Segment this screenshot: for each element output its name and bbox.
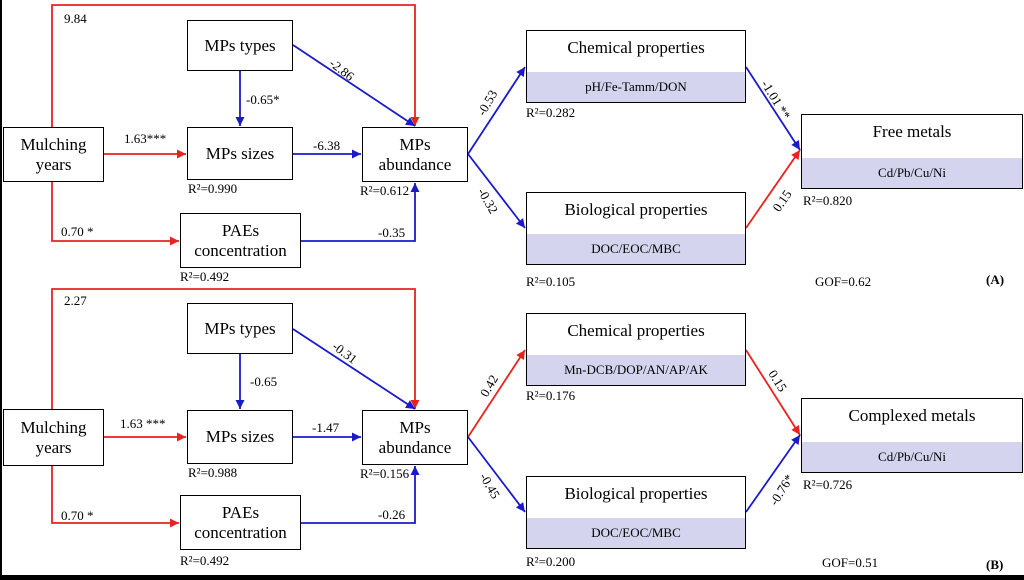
r2-mp-abundance: R²=0.156 bbox=[360, 466, 410, 481]
r2-biological: R²=0.105 bbox=[526, 274, 576, 289]
r2-paes: R²=0.492 bbox=[180, 553, 230, 568]
r2-complexed-metals: R²=0.726 bbox=[803, 477, 853, 492]
mp-abundance-label-line1: MPs bbox=[399, 418, 431, 438]
mp-sizes-node: MPs sizes bbox=[187, 410, 293, 464]
arrow-a-paes-to-abundance bbox=[301, 183, 420, 242]
free-metals-title: Free metals bbox=[872, 122, 952, 141]
panel-a-tag: (A) bbox=[986, 272, 1005, 287]
arrow-b-paes-to-abundance bbox=[301, 466, 420, 524]
coef-mulching-to-sizes: 1.63 *** bbox=[120, 416, 166, 431]
arrow-a-chemical-to-metals bbox=[745, 66, 801, 151]
mp-abundance-label-line2: abundance bbox=[378, 437, 452, 457]
arrow-a-sizes-to-abundance bbox=[293, 149, 361, 159]
coef-sizes-to-abundance: -1.47 bbox=[312, 420, 340, 435]
r2-chemical: R²=0.176 bbox=[526, 388, 576, 403]
mp-types-node: MPs types bbox=[187, 20, 293, 71]
mp-abundance-node: MPs abundance bbox=[362, 127, 468, 182]
coef-paes-to-abundance: -0.26 bbox=[378, 507, 406, 522]
coef-mulching-to-paes: 0.70 * bbox=[61, 508, 94, 523]
r2-mp-sizes: R²=0.990 bbox=[188, 181, 238, 196]
r2-biological: R²=0.200 bbox=[526, 554, 576, 569]
arrow-a-mulching-to-sizes bbox=[104, 149, 186, 159]
paes-label-line2: concentration bbox=[194, 522, 287, 542]
arrow-a-biological-to-metals bbox=[745, 149, 801, 229]
mulching-label-line2: years bbox=[35, 437, 72, 457]
biological-properties-title: Biological properties bbox=[564, 200, 708, 219]
chemical-properties-indicators: Mn-DCB/DOP/AN/AP/AK bbox=[527, 355, 745, 385]
mp-types-label: MPs types bbox=[204, 318, 276, 338]
mp-abundance-label-line2: abundance bbox=[378, 154, 452, 174]
chemical-properties-node: Chemical properties Mn-DCB/DOP/AN/AP/AK bbox=[526, 313, 746, 386]
gof-panel-a: GOF=0.62 bbox=[815, 274, 872, 289]
mulching-label-line1: Mulching bbox=[20, 135, 87, 155]
paes-label-line2: concentration bbox=[194, 240, 287, 260]
mulching-years-node: Mulching years bbox=[3, 127, 104, 182]
mulching-label-line1: Mulching bbox=[20, 418, 87, 438]
mp-abundance-node: MPs abundance bbox=[362, 410, 468, 465]
paes-concentration-node: PAEs concentration bbox=[180, 495, 301, 550]
arrow-a-abundance-to-chemical bbox=[467, 66, 526, 155]
arrow-b-types-to-abundance bbox=[292, 328, 416, 410]
chemical-properties-node: Chemical properties pH/Fe-Tamm/DON bbox=[526, 30, 746, 103]
arrow-a-mulching-to-paes bbox=[51, 182, 179, 246]
arrow-b-chemical-to-metals bbox=[745, 349, 801, 436]
complexed-metals-node: Complexed metals Cd/Pb/Cu/Ni bbox=[801, 398, 1023, 473]
arrow-b-mulching-to-paes bbox=[51, 466, 179, 528]
paes-concentration-node: PAEs concentration bbox=[180, 213, 301, 268]
arrow-a-abundance-to-biological bbox=[467, 153, 526, 229]
biological-properties-node: Biological properties DOC/EOC/MBC bbox=[526, 476, 746, 549]
coef-sizes-to-abundance: -6.38 bbox=[313, 138, 341, 153]
mp-sizes-node: MPs sizes bbox=[187, 127, 293, 180]
mp-sizes-label: MPs sizes bbox=[205, 427, 275, 447]
arrow-b-abundance-to-chemical bbox=[467, 349, 526, 438]
arrow-a-mulching-to-abundance bbox=[51, 4, 420, 127]
biological-properties-indicators: DOC/EOC/MBC bbox=[527, 234, 745, 264]
paes-label-line1: PAEs bbox=[221, 503, 260, 523]
mp-types-node: MPs types bbox=[187, 303, 293, 354]
coef-mulching-to-abundance: 9.84 bbox=[64, 11, 87, 26]
mp-sizes-label: MPs sizes bbox=[205, 143, 275, 163]
arrow-b-mulching-to-abundance bbox=[51, 288, 420, 409]
r2-paes: R²=0.492 bbox=[180, 269, 230, 284]
coef-types-to-sizes: -0.65 bbox=[250, 374, 278, 389]
arrow-b-types-to-sizes bbox=[235, 354, 245, 409]
paes-label-line1: PAEs bbox=[221, 221, 260, 241]
free-metals-indicators: Cd/Pb/Cu/Ni bbox=[802, 158, 1022, 188]
frame-bottom-edge bbox=[0, 575, 1024, 580]
mp-abundance-label-line1: MPs bbox=[399, 135, 431, 155]
arrow-b-mulching-to-sizes bbox=[104, 432, 186, 442]
arrow-b-sizes-to-abundance bbox=[293, 432, 361, 442]
chemical-properties-indicators: pH/Fe-Tamm/DON bbox=[527, 72, 745, 102]
coef-paes-to-abundance: -0.35 bbox=[378, 225, 406, 240]
coef-mulching-to-abundance: 2.27 bbox=[64, 293, 87, 308]
chemical-properties-title: Chemical properties bbox=[567, 321, 705, 340]
mp-types-label: MPs types bbox=[204, 35, 276, 55]
arrow-b-biological-to-metals bbox=[745, 434, 801, 513]
coef-mulching-to-sizes: 1.63*** bbox=[124, 131, 167, 146]
biological-properties-node: Biological properties DOC/EOC/MBC bbox=[526, 192, 746, 265]
biological-properties-title: Biological properties bbox=[564, 484, 708, 503]
arrow-a-types-to-sizes bbox=[235, 71, 245, 126]
panel-b-tag: (B) bbox=[986, 557, 1004, 572]
coef-mulching-to-paes: 0.70 * bbox=[61, 224, 94, 239]
arrow-a-types-to-abundance bbox=[292, 44, 416, 127]
mulching-years-node: Mulching years bbox=[3, 409, 104, 466]
gof-panel-b: GOF=0.51 bbox=[822, 555, 879, 570]
r2-mp-sizes: R²=0.988 bbox=[188, 465, 238, 480]
r2-mp-abundance: R²=0.612 bbox=[360, 183, 410, 198]
complexed-metals-title: Complexed metals bbox=[848, 406, 976, 425]
biological-properties-indicators: DOC/EOC/MBC bbox=[527, 518, 745, 548]
free-metals-node: Free metals Cd/Pb/Cu/Ni bbox=[801, 114, 1023, 189]
arrow-b-abundance-to-biological bbox=[467, 436, 526, 513]
chemical-properties-title: Chemical properties bbox=[567, 38, 705, 57]
complexed-metals-indicators: Cd/Pb/Cu/Ni bbox=[802, 442, 1022, 472]
mulching-label-line2: years bbox=[35, 154, 72, 174]
frame-left-edge bbox=[0, 0, 2, 580]
r2-chemical: R²=0.282 bbox=[526, 105, 576, 120]
r2-free-metals: R²=0.820 bbox=[803, 193, 853, 208]
coef-types-to-sizes: -0.65* bbox=[246, 92, 280, 107]
